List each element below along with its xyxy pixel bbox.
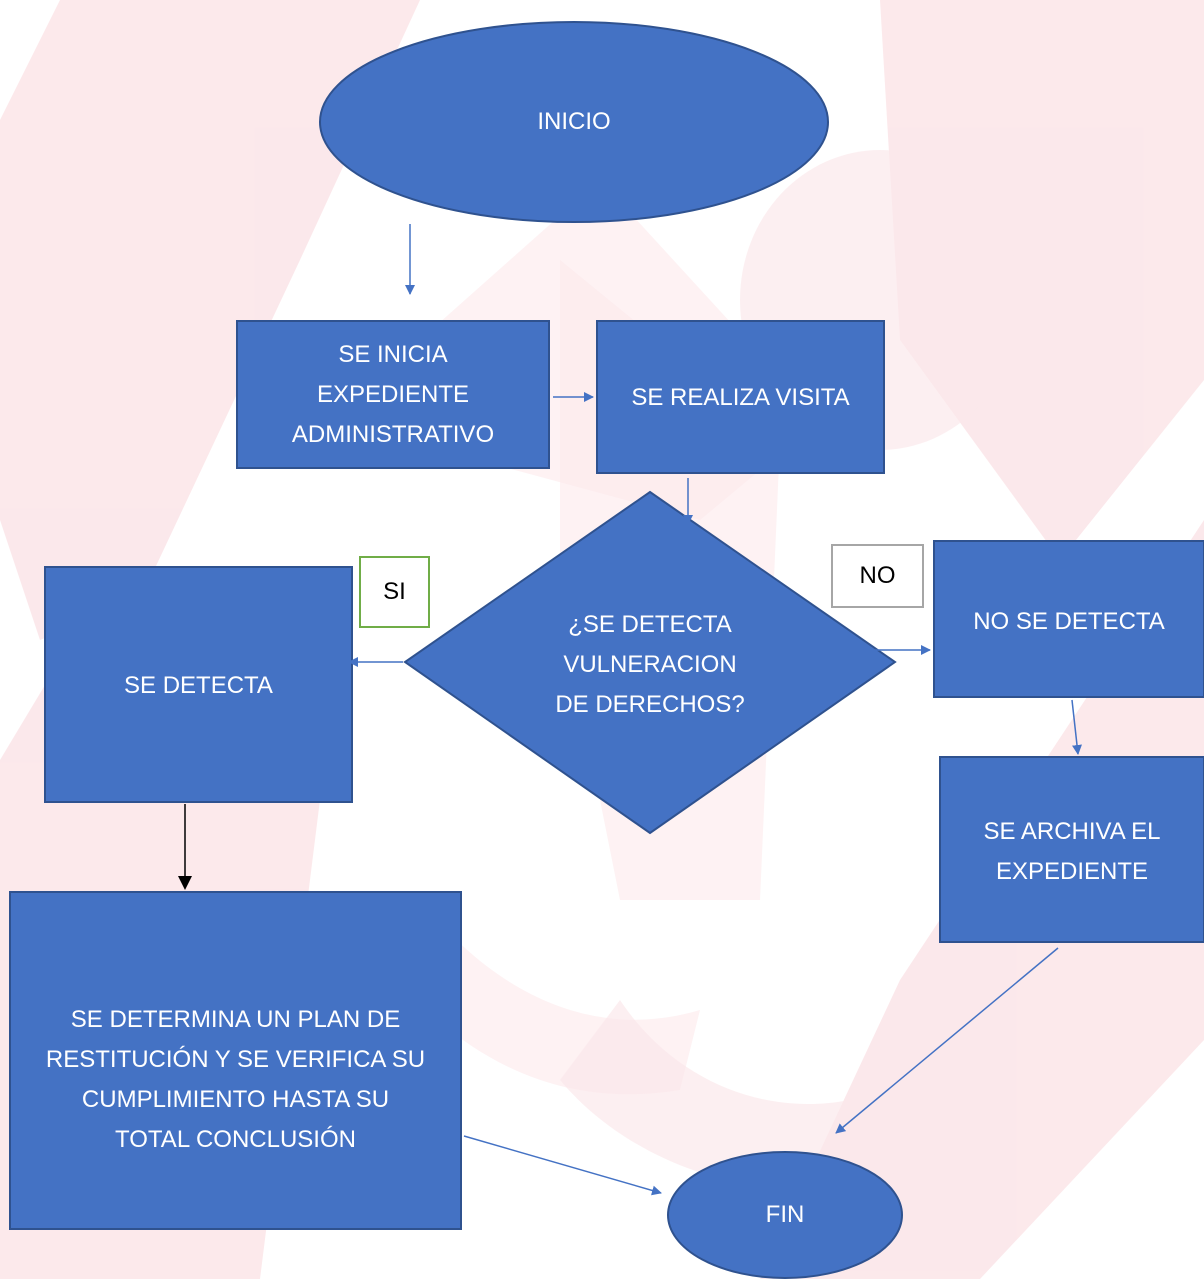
archiva-line-2: EXPEDIENTE — [995, 858, 1149, 885]
arrow-no-se-detecta-to-archiva — [1071, 699, 1082, 755]
plan-line-1: SE DETERMINA UN PLAN DE — [70, 1006, 401, 1033]
decision-line-1: ¿SE DETECTA — [568, 611, 732, 638]
si-label: SI — [383, 578, 406, 605]
expediente-line-1: SE INICIA — [338, 341, 448, 368]
inicio-label: INICIO — [537, 108, 611, 135]
fin-terminal — [667, 1151, 903, 1279]
arrow-archiva-to-fin — [835, 947, 1059, 1134]
archiva-process — [939, 756, 1204, 943]
visita-label: SE REALIZA VISITA — [631, 384, 850, 411]
decision-label: ¿SE DETECTA VULNERACION DE DERECHOS? — [520, 605, 780, 725]
no-se-detecta-label: NO SE DETECTA — [973, 608, 1165, 635]
se-detecta-label: SE DETECTA — [124, 672, 273, 699]
inicio-terminal — [319, 21, 829, 223]
arrow-plan-to-fin — [463, 1135, 662, 1196]
decision-line-3: DE DERECHOS? — [555, 691, 745, 718]
se-detecta-process — [44, 566, 353, 803]
plan-line-3: CUMPLIMIENTO HASTA SU — [81, 1086, 390, 1113]
expediente-line-3: ADMINISTRATIVO — [291, 421, 495, 448]
plan-line-4: TOTAL CONCLUSIÓN — [115, 1126, 356, 1153]
plan-label: SE DETERMINA UN PLAN DE RESTITUCIÓN Y SE… — [10, 1000, 461, 1160]
visita-process — [596, 320, 885, 474]
si-label-box — [359, 556, 430, 628]
archiva-label: SE ARCHIVA EL EXPEDIENTE — [940, 812, 1204, 892]
expediente-label: SE INICIA EXPEDIENTE ADMINISTRATIVO — [237, 335, 549, 455]
archiva-line-1: SE ARCHIVA EL — [983, 818, 1161, 845]
no-label: NO — [859, 562, 896, 589]
no-se-detecta-process — [933, 540, 1204, 698]
decision-line-2: VULNERACION — [563, 651, 737, 678]
plan-process — [9, 891, 462, 1230]
expediente-process — [236, 320, 550, 469]
decision-diamond — [403, 490, 897, 835]
expediente-line-2: EXPEDIENTE — [316, 381, 470, 408]
no-label-box — [831, 544, 924, 608]
fin-label: FIN — [765, 1201, 805, 1228]
plan-line-2: RESTITUCIÓN Y SE VERIFICA SU — [45, 1046, 426, 1073]
